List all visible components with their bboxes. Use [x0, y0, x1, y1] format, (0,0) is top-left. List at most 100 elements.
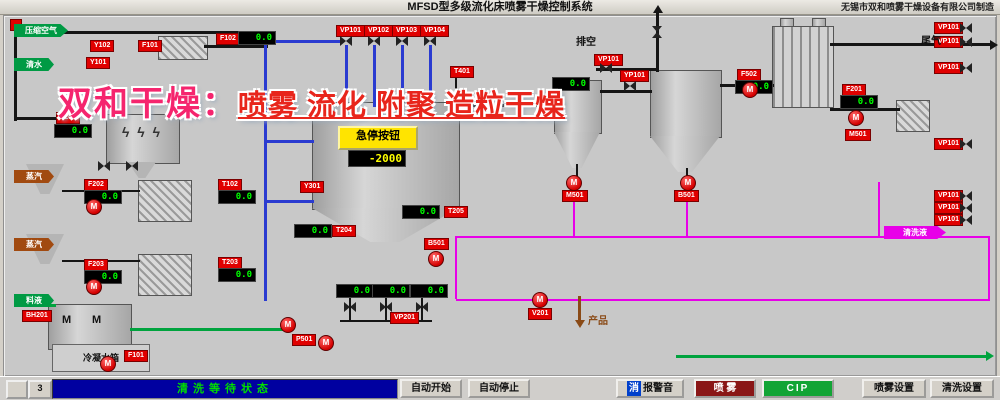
pipe: [14, 117, 60, 120]
lightning-icon: ϟ ϟ ϟ: [121, 124, 162, 140]
valve-icon[interactable]: [126, 161, 138, 171]
pump-icon[interactable]: M: [848, 110, 864, 126]
pipe: [345, 45, 348, 107]
valve-icon[interactable]: [960, 215, 972, 225]
flow-label: 蒸汽: [14, 170, 54, 183]
valve-icon[interactable]: [960, 203, 972, 213]
valve-icon[interactable]: [368, 36, 380, 46]
pipe: [266, 200, 314, 203]
pump-icon[interactable]: M: [742, 82, 758, 98]
instrument-tag-bh201[interactable]: BH201: [22, 310, 52, 322]
valve-icon[interactable]: [624, 81, 636, 91]
pump-icon[interactable]: M: [100, 356, 116, 372]
instrument-tag-vp101[interactable]: VP101: [934, 214, 964, 226]
text-label: 尾气: [921, 36, 941, 47]
pipe: [455, 78, 457, 106]
valve-icon[interactable]: [600, 63, 612, 73]
pipe: [266, 40, 342, 43]
value-display: 0.0: [294, 224, 332, 238]
pipe: [14, 31, 268, 34]
instrument-tag-t201[interactable]: T201: [56, 112, 80, 124]
valve-icon[interactable]: [380, 302, 392, 312]
pipe: [988, 236, 990, 301]
instrument-tag-f101[interactable]: F101: [124, 350, 148, 362]
value-display: 0.0: [238, 31, 276, 45]
text-label: M: [62, 314, 72, 326]
pump-icon[interactable]: M: [280, 317, 296, 333]
valve-icon[interactable]: [960, 63, 972, 73]
spray-button[interactable]: 喷 雾: [694, 379, 756, 398]
mute-alarm-button[interactable]: 消报警音: [616, 379, 684, 398]
instrument-tag-m501[interactable]: M501: [845, 129, 871, 141]
instrument-tag-y101[interactable]: Y101: [86, 57, 111, 69]
pipe: [830, 43, 992, 46]
emergency-stop-button[interactable]: 急停按钮: [338, 126, 418, 150]
pipe: [573, 202, 575, 236]
page-number-box[interactable]: 3: [28, 380, 52, 399]
value-display: 0.0: [402, 205, 440, 219]
pump-icon[interactable]: M: [86, 279, 102, 295]
mute-icon: 消: [627, 381, 641, 396]
flow-label: 清水: [14, 58, 54, 71]
pipe: [878, 182, 880, 236]
instrument-tag-t401[interactable]: T401: [450, 66, 474, 78]
pipe: [656, 12, 659, 72]
instrument-tag-t205[interactable]: T205: [444, 206, 468, 218]
pump-icon[interactable]: M: [86, 199, 102, 215]
clean-settings-button[interactable]: 清洗设置: [930, 379, 994, 398]
valve-icon[interactable]: [424, 36, 436, 46]
instrument-tag-p501[interactable]: P501: [292, 334, 317, 346]
spray-settings-button[interactable]: 喷雾设置: [862, 379, 926, 398]
valve-icon[interactable]: [416, 302, 428, 312]
instrument-tag-vp101[interactable]: VP101: [934, 190, 964, 202]
pipe: [596, 68, 658, 71]
pump-icon[interactable]: M: [428, 251, 444, 267]
pipe: [686, 202, 688, 236]
instrument-tag-y102[interactable]: Y102: [90, 40, 115, 52]
pipe: [373, 45, 376, 107]
instrument-tag-vp201[interactable]: VP201: [390, 312, 420, 324]
pump-icon[interactable]: M: [532, 292, 548, 308]
instrument-tag-vp101[interactable]: VP101: [934, 138, 964, 150]
instrument-tag-b501[interactable]: B501: [424, 238, 449, 250]
valve-icon[interactable]: [340, 36, 352, 46]
auto-start-button[interactable]: 自动开始: [400, 379, 462, 398]
instrument-tag-b501[interactable]: B501: [674, 190, 699, 202]
valve-icon[interactable]: [960, 23, 972, 33]
instrument-tag-y301[interactable]: Y301: [300, 181, 325, 193]
nav-mini-button[interactable]: [6, 380, 28, 399]
instrument-tag-vp101[interactable]: VP101: [934, 202, 964, 214]
flow-arrow-icon: [986, 351, 994, 361]
instrument-tag-m501[interactable]: M501: [562, 190, 588, 202]
value-display: 0.0: [410, 284, 448, 298]
instrument-tag-f102[interactable]: F102: [216, 33, 240, 45]
pump-icon[interactable]: M: [566, 175, 582, 191]
auto-stop-button[interactable]: 自动停止: [468, 379, 530, 398]
instrument-tag-t203[interactable]: T203: [218, 257, 242, 269]
exhaust-filter: [896, 100, 930, 132]
valve-icon[interactable]: [960, 37, 972, 47]
pipe: [600, 90, 652, 93]
valve-icon[interactable]: [396, 36, 408, 46]
valve-icon[interactable]: [98, 161, 110, 171]
flow-arrow-icon: [575, 320, 585, 328]
cip-button[interactable]: CIP: [762, 379, 834, 398]
valve-icon[interactable]: [652, 26, 662, 38]
pipe: [578, 296, 581, 320]
value-display: 0.0: [552, 77, 590, 91]
page-title: MFSD型多级流化床喷雾干燥控制系统: [407, 1, 593, 13]
valve-icon[interactable]: [344, 302, 356, 312]
flow-label: 清洗液: [884, 226, 946, 239]
instrument-tag-vp101[interactable]: VP101: [934, 62, 964, 74]
instrument-tag-v201[interactable]: V201: [528, 308, 553, 320]
pump-icon[interactable]: M: [318, 335, 334, 351]
instrument-tag-f101[interactable]: F101: [138, 40, 162, 52]
text-label: 产品: [588, 316, 608, 327]
pipe: [340, 320, 432, 322]
valve-icon[interactable]: [960, 139, 972, 149]
pump-icon[interactable]: M: [680, 175, 696, 191]
pipe: [456, 299, 990, 301]
valve-icon[interactable]: [960, 191, 972, 201]
air-heater: [158, 36, 208, 60]
instrument-tag-t204[interactable]: T204: [332, 225, 356, 237]
